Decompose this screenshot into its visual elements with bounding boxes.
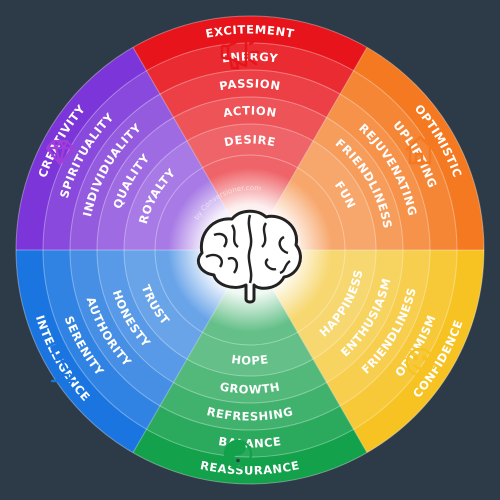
sector-red bbox=[133, 15, 367, 250]
ring-divider bbox=[15, 15, 485, 485]
label-green-2: REFRESHING bbox=[205, 404, 294, 423]
diamond-icon bbox=[45, 139, 75, 166]
microscope-icon bbox=[50, 342, 76, 383]
label-green-4: HOPE bbox=[231, 352, 270, 368]
label-red-0: EXCITEMENT bbox=[204, 22, 295, 40]
sector-band bbox=[160, 250, 340, 431]
sector-band bbox=[160, 69, 340, 250]
brain-icon bbox=[197, 209, 302, 304]
label-red-4: DESIRE bbox=[223, 132, 277, 149]
sector-band bbox=[146, 42, 354, 250]
yin-yang-icon bbox=[223, 439, 253, 469]
ring-divider bbox=[69, 69, 431, 431]
sector-green bbox=[133, 250, 367, 484]
megaphone-icon bbox=[220, 36, 260, 70]
ring-divider bbox=[154, 154, 346, 346]
ring-divider bbox=[96, 96, 404, 404]
sector-band bbox=[146, 250, 354, 458]
label-green-0: REASSURANCE bbox=[199, 458, 301, 477]
label-red-2: PASSION bbox=[218, 76, 281, 93]
smiley-icon bbox=[405, 347, 435, 377]
house-icon bbox=[405, 134, 435, 165]
ring-divider bbox=[123, 123, 377, 377]
label-red-3: ACTION bbox=[222, 103, 278, 119]
label-green-3: GROWTH bbox=[219, 379, 282, 396]
